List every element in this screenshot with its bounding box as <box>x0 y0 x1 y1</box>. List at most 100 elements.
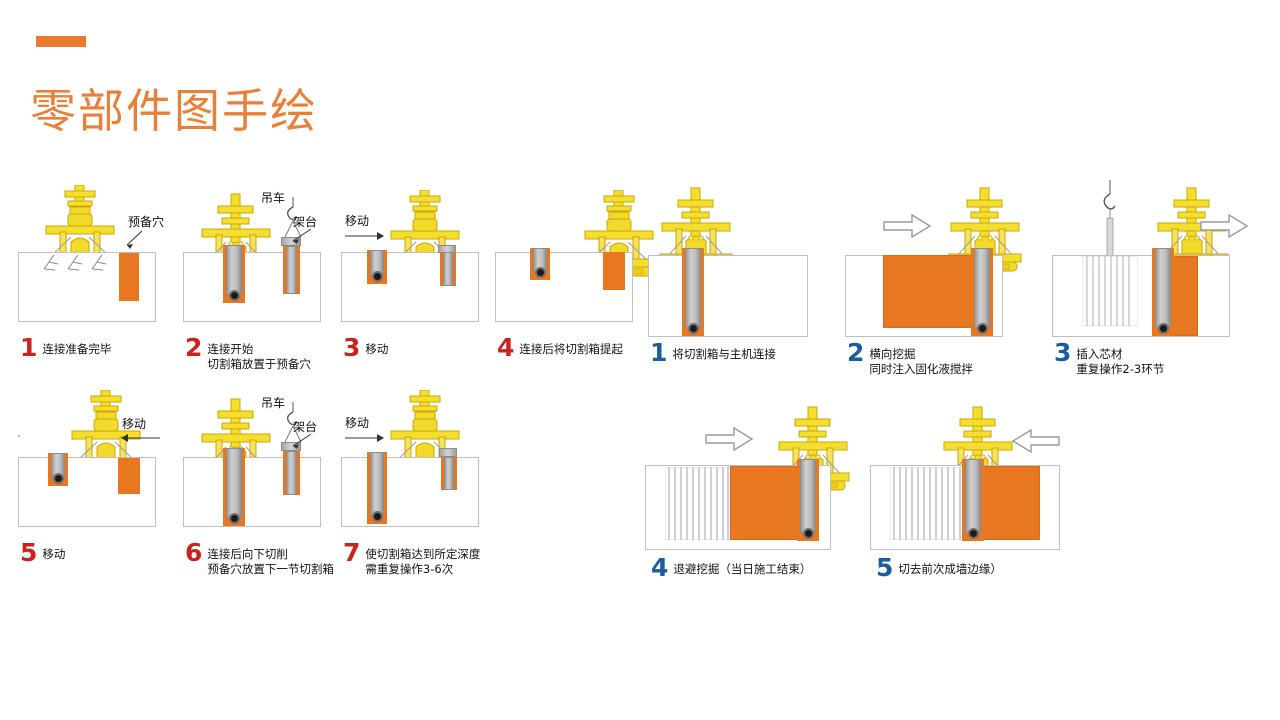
panel-right-2: 2 横向挖掘 同时注入固化液搅拌 <box>845 186 1035 376</box>
soil-hatch-icon <box>43 254 107 271</box>
panel-right-5: 5 切去前次成墙边缘） <box>870 405 1085 585</box>
cutting-box <box>797 459 819 541</box>
core-material-stripes <box>1082 256 1138 326</box>
caption-left-1: 1 连接准备完毕 <box>20 333 112 362</box>
hollow-arrow-icon <box>1012 429 1060 453</box>
caption-right-5: 5 切去前次成墙边缘） <box>876 553 1002 582</box>
move-arrow-icon <box>345 434 384 442</box>
cutting-box-body <box>226 448 242 518</box>
caption-number: 1 <box>650 338 668 367</box>
move-arrow-icon <box>345 232 384 240</box>
caption-number: 4 <box>497 333 515 362</box>
caption-number: 1 <box>20 333 38 362</box>
ground-section <box>648 255 808 337</box>
caption-text: 连接后将切割箱提起 <box>519 342 623 356</box>
caption-right-3: 3 插入芯材 重复操作2-3环节 <box>1054 338 1165 377</box>
cutter-wheel-icon <box>967 528 979 539</box>
pointer-arrow-icon <box>292 433 312 449</box>
cutting-box-body <box>974 248 990 328</box>
cutting-box-body <box>965 459 981 533</box>
ground-section <box>341 252 479 322</box>
caption-left-3: 3 移动 <box>343 333 389 362</box>
cutting-box <box>367 250 387 284</box>
caption-left-7: 7 使切割箱达到所定深度 需重复操作3-6次 <box>343 538 481 577</box>
caption-number: 3 <box>343 333 361 362</box>
segment-body <box>286 451 297 495</box>
cutting-box-body <box>226 245 242 295</box>
hollow-arrow-icon <box>883 214 931 238</box>
label-move: 移动 <box>345 214 370 228</box>
cutting-box-segment <box>283 451 300 495</box>
cutting-box <box>682 248 704 336</box>
caption-text: 使切割箱达到所定深度 需重复操作3-6次 <box>365 547 481 576</box>
page-title: 零部件图手绘 <box>30 84 318 138</box>
caption-number: 5 <box>876 553 894 582</box>
cutting-box <box>48 453 68 486</box>
stand-cap <box>281 442 301 451</box>
pointer-arrow-icon <box>126 230 143 249</box>
caption-text: 移动 <box>365 342 389 356</box>
cutting-box-body <box>800 459 816 533</box>
cutter-wheel-icon <box>802 528 814 539</box>
caption-text: 连接后向下切削 预备穴放置下一节切割箱 <box>207 547 334 576</box>
cutting-box <box>223 448 245 526</box>
label-move: 移动 <box>345 416 370 430</box>
cutting-box <box>530 248 550 280</box>
label-move: 移动 <box>122 417 147 431</box>
hollow-arrow-icon <box>705 427 753 451</box>
cutter-wheel-icon <box>52 473 64 484</box>
caption-number: 4 <box>651 553 669 582</box>
caption-number: 7 <box>343 538 361 567</box>
move-arrow-icon <box>121 434 160 442</box>
caption-number: 6 <box>185 538 203 567</box>
segment-cap <box>439 448 457 457</box>
cutter-wheel-icon <box>1157 323 1169 334</box>
caption-number: 5 <box>20 538 38 567</box>
ground-section <box>183 252 321 322</box>
label-stand: 架台 <box>293 420 318 434</box>
segment-body <box>443 252 453 286</box>
stand-cap <box>281 237 301 246</box>
excavated-area <box>883 255 983 328</box>
cutting-box <box>1152 248 1174 336</box>
panel-right-1: 1 将切割箱与主机连接 <box>648 186 838 366</box>
pointer-arrow-icon <box>292 228 312 244</box>
cutter-wheel-icon <box>228 290 240 301</box>
caption-left-5: 5 移动 <box>20 538 66 567</box>
ground-section <box>1052 255 1230 337</box>
caption-text: 退避挖掘（当日施工结束） <box>673 562 812 576</box>
panel-left-4: 4 连接后将切割箱提起 <box>495 190 656 370</box>
segment-body <box>286 246 297 294</box>
caption-text: 横向挖掘 同时注入固化液搅拌 <box>869 347 973 376</box>
cutting-box <box>962 459 984 541</box>
accent-bar <box>36 36 86 47</box>
cutting-box <box>223 245 245 303</box>
prepared-hole <box>603 252 625 290</box>
crane-hook-icon <box>284 197 302 238</box>
panel-left-3: 移动 3 移动 <box>341 190 491 370</box>
panel-right-3: 3 插入芯材 重复操作2-3环节 <box>1052 180 1252 376</box>
cutter-wheel-icon <box>976 323 988 334</box>
excavated-area <box>730 466 810 540</box>
caption-left-2: 2 连接开始 切割箱放置于预备穴 <box>185 333 311 372</box>
caption-left-4: 4 连接后将切割箱提起 <box>497 333 623 362</box>
caption-number: 3 <box>1054 338 1072 367</box>
caption-left-6: 6 连接后向下切削 预备穴放置下一节切割箱 <box>185 538 334 577</box>
caption-text: 切去前次成墙边缘） <box>898 562 1002 576</box>
cutting-box-segment <box>440 252 456 286</box>
caption-text: 连接准备完毕 <box>42 342 112 356</box>
ground-section <box>341 457 479 527</box>
caption-right-1: 1 将切割箱与主机连接 <box>650 338 776 367</box>
panel-left-7: 移动 7 使切割箱达到所定深度 需重复操作3-6次 <box>341 390 496 577</box>
cutting-box-segment <box>441 457 457 490</box>
caption-text: 插入芯材 重复操作2-3环节 <box>1076 347 1165 376</box>
cutting-box-body <box>1155 248 1171 328</box>
panel-left-1: 预备穴 1 连接准备完毕 <box>18 185 168 437</box>
caption-text: 移动 <box>42 547 66 561</box>
cutter-wheel-icon <box>371 511 383 522</box>
caption-text: 将切割箱与主机连接 <box>672 347 776 361</box>
panel-right-4: 4 退避挖掘（当日施工结束） <box>645 405 855 585</box>
caption-text: 连接开始 切割箱放置于预备穴 <box>207 342 311 371</box>
caption-number: 2 <box>185 333 203 362</box>
cutter-wheel-icon <box>371 271 383 282</box>
